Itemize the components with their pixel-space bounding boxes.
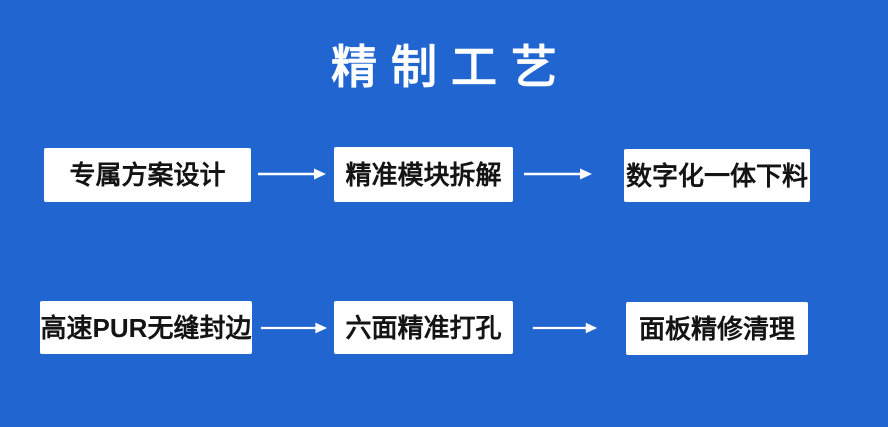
step-digital-integrated-cutting: 数字化一体下料 [624,149,810,202]
step-label: 高速PUR无缝封边 [40,312,252,343]
arrow-right-icon [524,168,592,180]
step-panel-finishing-cleaning: 面板精修清理 [626,302,808,355]
arrow-right-icon [258,168,326,180]
step-label: 数字化一体下料 [625,160,808,191]
step-label: 六面精准打孔 [345,312,502,343]
step-label: 精准模块拆解 [345,159,502,190]
page-title: 精制工艺 [331,41,571,93]
step-label: 面板精修清理 [638,313,795,344]
step-custom-plan-design: 专属方案设计 [44,148,251,202]
arrow-right-icon [260,322,328,334]
step-label: 专属方案设计 [69,160,226,190]
step-six-side-precise-drilling: 六面精准打孔 [334,301,513,354]
step-highspeed-pur-seamless-edge-banding: 高速PUR无缝封边 [40,301,252,354]
arrow-right-icon [532,322,598,334]
step-precise-module-disassembly: 精准模块拆解 [334,147,513,202]
